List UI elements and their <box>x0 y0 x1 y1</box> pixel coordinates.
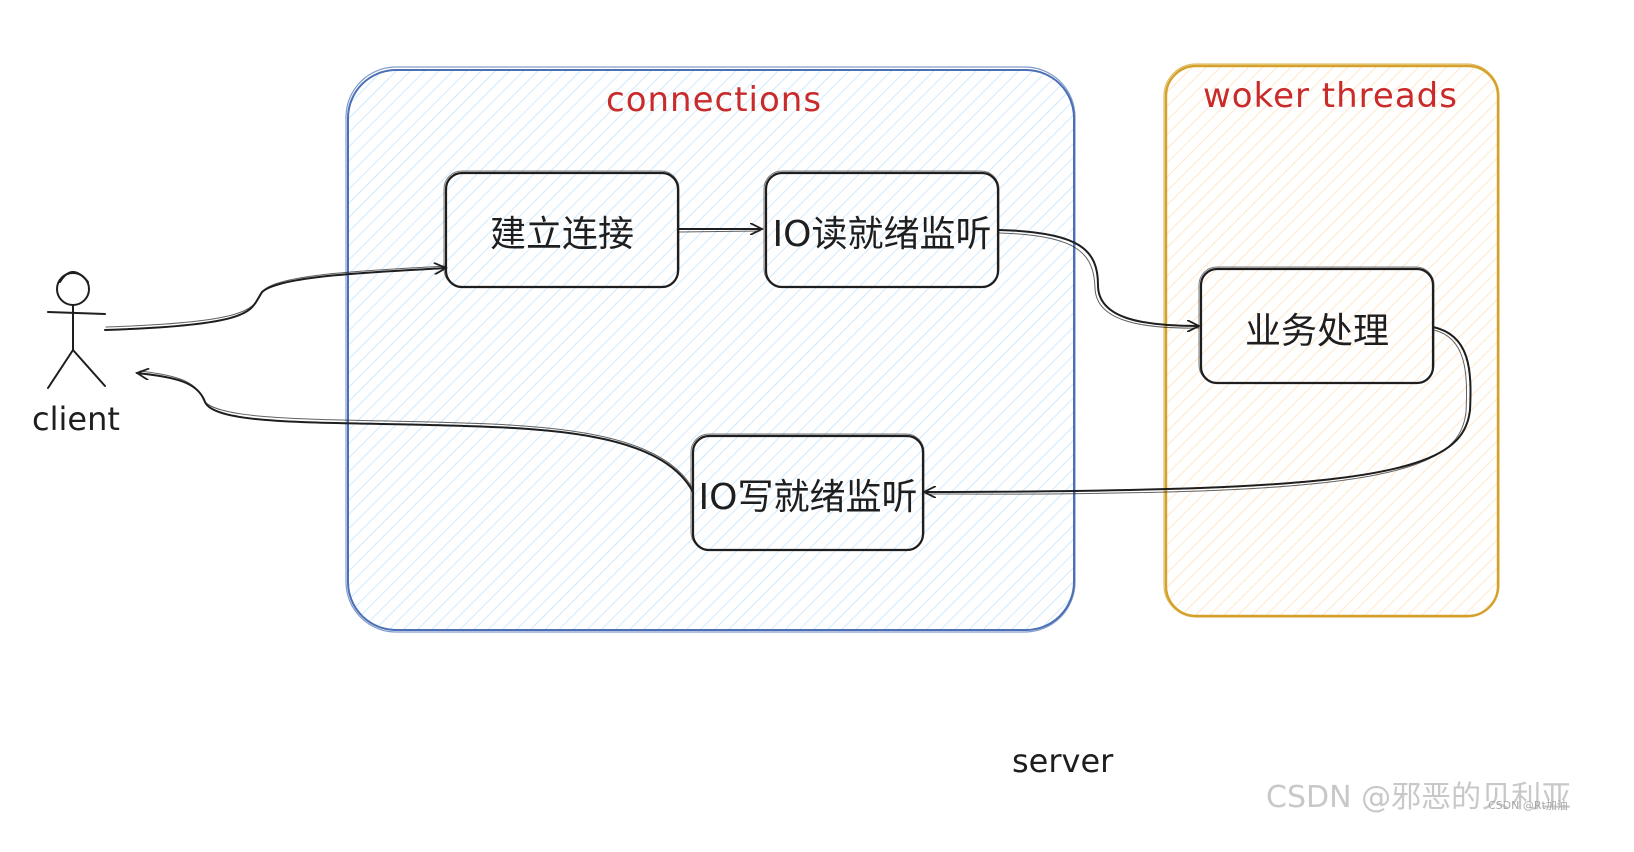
edge-write-to-client[interactable] <box>137 373 694 493</box>
client-label: client <box>32 400 120 438</box>
node-read-label: IO读就绪监听 <box>772 214 992 255</box>
edge-business-to-write[interactable] <box>924 326 1472 492</box>
edge-read-to-business[interactable] <box>998 229 1199 326</box>
node-write-label: IO写就绪监听 <box>698 477 918 518</box>
worker-threads-group-title: woker threads <box>1203 76 1458 116</box>
watermark-text: CSDN @邪恶的贝利亚 <box>1266 780 1572 815</box>
node-connect-label: 建立连接 <box>489 214 634 255</box>
connections-group[interactable] <box>345 66 1076 633</box>
node-business-label: 业务处理 <box>1244 311 1389 352</box>
edge-client-to-connect[interactable] <box>104 268 446 331</box>
worker-threads-group[interactable] <box>1163 63 1500 618</box>
watermark-small-text: CSDN @Rt加油 <box>1488 799 1568 812</box>
server-label: server <box>1012 742 1114 780</box>
client-actor-icon[interactable] <box>47 271 106 389</box>
connections-group-title: connections <box>606 80 823 120</box>
